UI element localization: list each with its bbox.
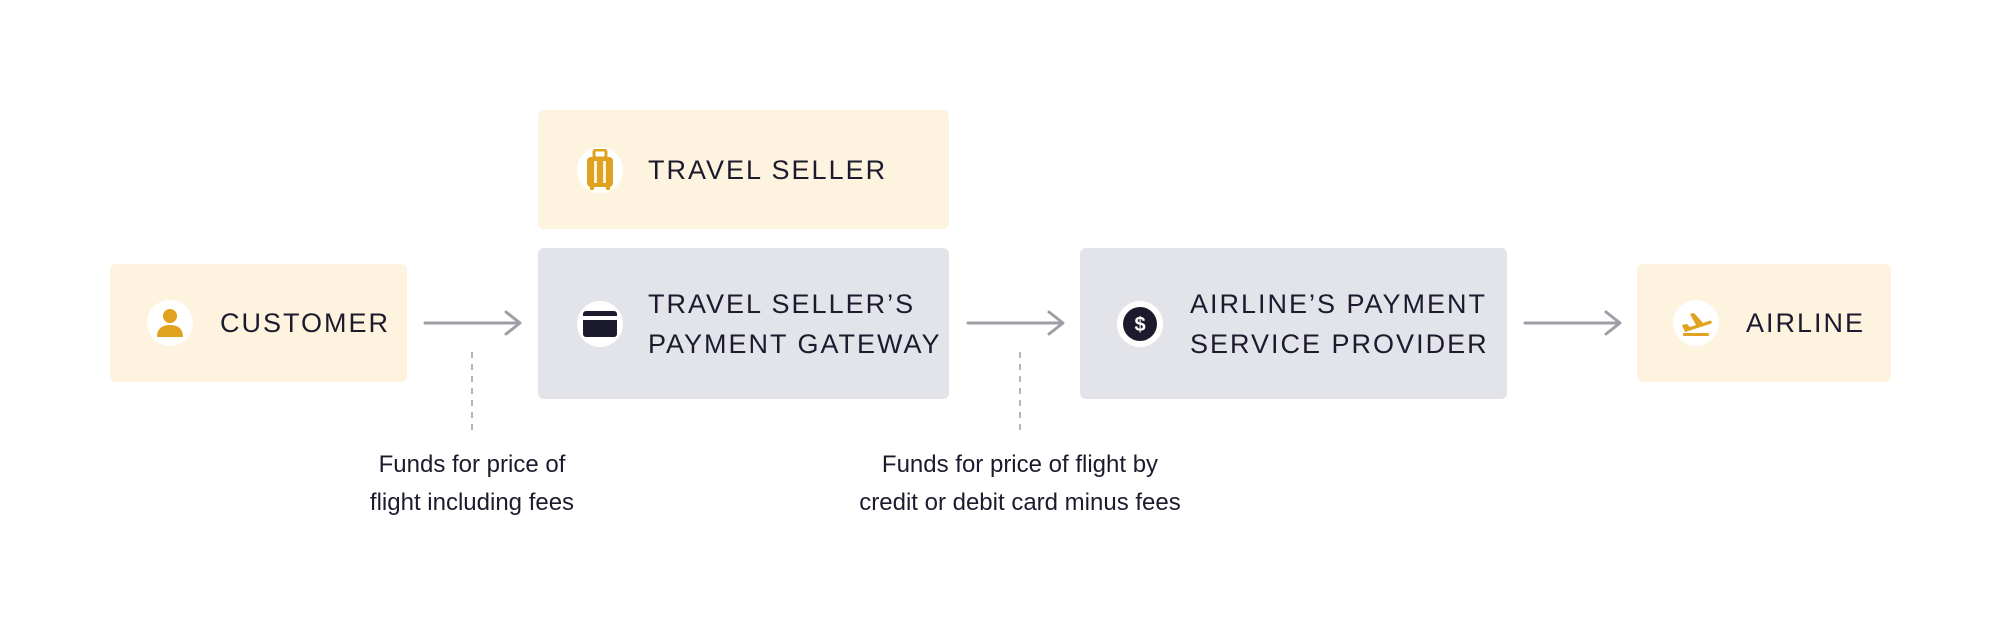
customer-label: CUSTOMER bbox=[220, 308, 391, 338]
gateway-label-line-1: TRAVEL SELLER’S bbox=[648, 288, 916, 319]
gateway-label-line-2: PAYMENT GATEWAY bbox=[648, 328, 942, 359]
airline-psp-box: $ AIRLINE’S PAYMENT SERVICE PROVIDER bbox=[1080, 248, 1507, 399]
dollar-coin-icon: $ bbox=[1117, 300, 1163, 347]
caption-first-line-2: flight including fees bbox=[369, 489, 575, 516]
airline-label: AIRLINE bbox=[1746, 308, 1866, 338]
caption-first-line-1: Funds for price of bbox=[378, 451, 566, 478]
caption-customer-to-gateway: Funds for price of flight including fees bbox=[322, 446, 622, 522]
travel-seller-gateway-label: TRAVEL SELLER’S PAYMENT GATEWAY bbox=[648, 284, 942, 364]
airline-psp-label: AIRLINE’S PAYMENT SERVICE PROVIDER bbox=[1190, 284, 1489, 364]
arrow-customer-to-gateway bbox=[423, 310, 522, 336]
arrow-psp-to-airline bbox=[1523, 310, 1622, 336]
airplane-icon bbox=[1673, 300, 1719, 346]
travel-seller-gateway-box: TRAVEL SELLER’S PAYMENT GATEWAY bbox=[538, 248, 949, 399]
caption-second-line-1: Funds for price of flight by bbox=[881, 451, 1159, 478]
luggage-icon bbox=[577, 146, 623, 193]
arrow-gateway-to-psp bbox=[966, 310, 1065, 336]
caption-gateway-to-psp: Funds for price of flight by credit or d… bbox=[820, 446, 1220, 522]
airline-box: AIRLINE bbox=[1637, 264, 1891, 382]
svg-text:$: $ bbox=[1134, 314, 1145, 336]
psp-label-line-1: AIRLINE’S PAYMENT bbox=[1190, 288, 1488, 319]
person-icon bbox=[147, 300, 193, 346]
psp-label-line-2: SERVICE PROVIDER bbox=[1190, 328, 1489, 359]
caption-second-line-2: credit or debit card minus fees bbox=[859, 489, 1181, 516]
customer-box: CUSTOMER bbox=[110, 264, 407, 382]
travel-seller-box: TRAVEL SELLER bbox=[538, 110, 949, 229]
travel-seller-label: TRAVEL SELLER bbox=[648, 154, 888, 185]
credit-card-icon bbox=[577, 300, 623, 347]
